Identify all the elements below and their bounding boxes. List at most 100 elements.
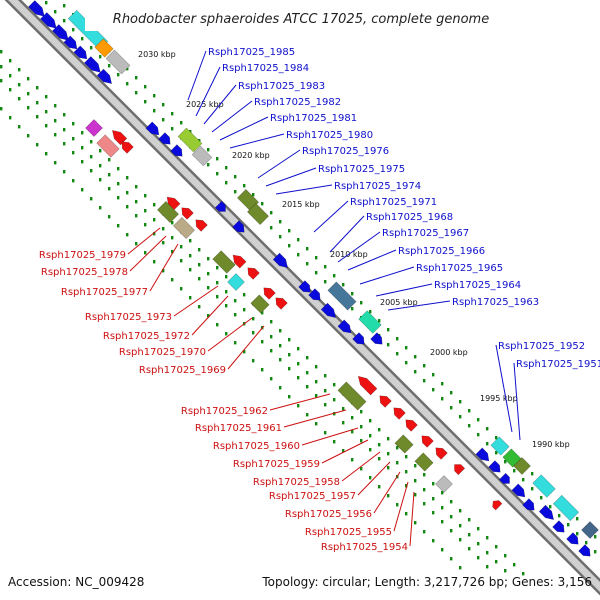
tick-dot (396, 461, 399, 465)
tick-dot (396, 337, 399, 341)
tick-dot (54, 10, 57, 14)
tick-dot (459, 524, 462, 528)
reverse-label-leader (227, 325, 265, 370)
tick-dot (90, 155, 93, 159)
tick-dot (495, 545, 498, 549)
tick-dot (216, 172, 219, 176)
tick-dot (198, 305, 201, 309)
tick-dot (270, 320, 273, 324)
tick-dot (45, 1, 48, 5)
tick-dot (135, 214, 138, 218)
reverse-gene-block (414, 452, 434, 472)
accession-label: Accession: NC_009428 (8, 575, 144, 589)
tick-dot (189, 296, 192, 300)
tick-dot (0, 65, 3, 69)
tick-dot (387, 437, 390, 441)
tick-dot (513, 469, 516, 473)
tick-dot (270, 226, 273, 230)
tick-dot (171, 250, 174, 254)
tick-dot (279, 344, 282, 348)
reverse-label-leader (321, 439, 369, 464)
genome-backbone (4, 0, 600, 596)
tick-dot (432, 482, 435, 486)
forward-gene-label: Rsph17025_1976 (302, 146, 389, 157)
tick-dot (378, 428, 381, 432)
tick-dot (450, 529, 453, 533)
tick-dot (171, 278, 174, 282)
tick-dot (477, 542, 480, 546)
tick-dot (81, 146, 84, 150)
tick-dot (234, 299, 237, 303)
tick-dot (234, 313, 237, 317)
tick-dot (423, 473, 426, 477)
reverse-gene-label: Rsph17025_1957 (269, 491, 356, 502)
tick-dot (495, 436, 498, 440)
tick-dot (369, 419, 372, 423)
tick-dot (216, 281, 219, 285)
forward-gene (145, 121, 160, 136)
tick-dot (189, 239, 192, 243)
reverse-gene (357, 375, 378, 396)
forward-label-leader (203, 84, 237, 125)
forward-gene-label: Rsph17025_1966 (398, 246, 485, 257)
tick-dot (585, 541, 588, 545)
reverse-gene-label: Rsph17025_1970 (119, 347, 206, 358)
tick-dot (333, 398, 336, 402)
reverse-gene (181, 207, 194, 220)
forward-label-leader (347, 249, 397, 271)
tick-dot (162, 103, 165, 107)
tick-dot (396, 446, 399, 450)
tick-dot (18, 83, 21, 87)
tick-dot (207, 272, 210, 276)
tick-dot (189, 268, 192, 272)
reverse-label-leader (127, 227, 161, 255)
tick-dot (414, 493, 417, 497)
tick-dot (540, 496, 543, 500)
tick-dot (216, 323, 219, 327)
tick-dot (315, 365, 318, 369)
forward-gene (272, 252, 288, 268)
forward-gene (352, 332, 365, 345)
reverse-gene-block (435, 475, 453, 493)
tick-dot (396, 352, 399, 356)
tick-dot (333, 440, 336, 444)
tick-dot (324, 280, 327, 284)
tick-dot (126, 67, 129, 71)
tick-dot (207, 148, 210, 152)
tick-dot (594, 535, 597, 539)
tick-dot (441, 520, 444, 524)
tick-dot (288, 353, 291, 357)
tick-dot (252, 317, 255, 321)
tick-dot (297, 362, 300, 366)
tick-dot (567, 523, 570, 527)
forward-label-leader (195, 66, 221, 117)
reverse-gene-label: Rsph17025_1961 (195, 423, 282, 434)
tick-dot (513, 563, 516, 567)
reverse-gene-label: Rsph17025_1955 (305, 527, 392, 538)
tick-dot (486, 565, 489, 569)
reverse-gene-label: Rsph17025_1978 (41, 267, 128, 278)
forward-gene (232, 220, 245, 233)
tick-dot (45, 124, 48, 128)
tick-dot (261, 311, 264, 315)
tick-dot (243, 293, 246, 297)
tick-dot (486, 536, 489, 540)
forward-gene (370, 332, 383, 345)
forward-gene (40, 12, 57, 29)
reverse-gene-block (173, 217, 195, 239)
tick-dot (477, 418, 480, 422)
tick-dot (36, 115, 39, 119)
tick-dot (270, 377, 273, 381)
tick-dot (378, 457, 381, 461)
tick-dot (99, 178, 102, 182)
tick-dot (414, 355, 417, 359)
tick-dot (180, 121, 183, 125)
tick-dot (243, 308, 246, 312)
forward-label-leader (513, 362, 521, 441)
tick-dot (153, 218, 156, 222)
tick-dot (144, 100, 147, 104)
tick-dot (261, 202, 264, 206)
reverse-gene (435, 447, 448, 460)
tick-dot (225, 290, 228, 294)
